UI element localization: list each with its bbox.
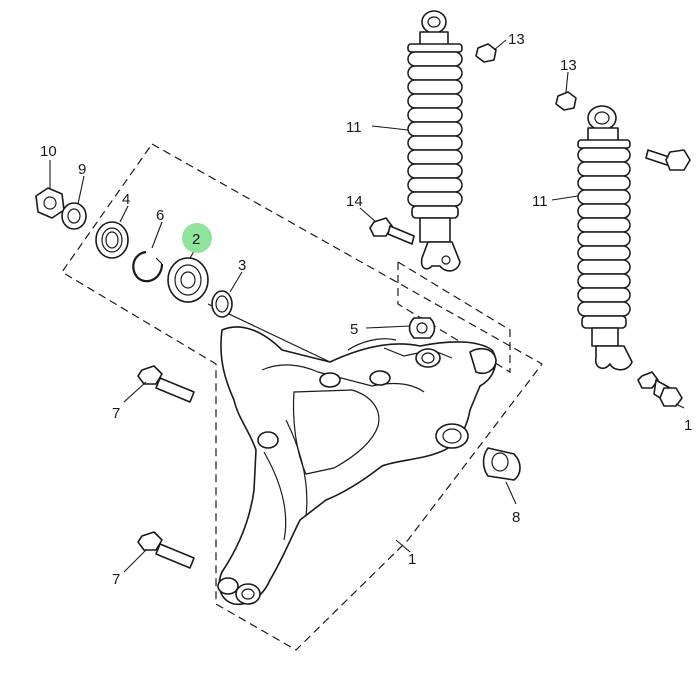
callout-11-right: 11	[532, 193, 548, 210]
swing-arm	[217, 326, 497, 606]
bearing-2	[167, 257, 209, 303]
nut-13-right	[555, 91, 577, 111]
oil-seal-4	[95, 221, 129, 259]
oil-seal-3	[211, 290, 233, 318]
callout-7-lower: 7	[112, 571, 120, 588]
callout-14: 14	[346, 193, 363, 210]
assembly-boundary	[61, 143, 543, 651]
callout-11-left: 11	[346, 119, 362, 136]
circlip-6	[132, 250, 164, 283]
bolt-14	[369, 217, 415, 245]
callout-1: 1	[408, 551, 416, 568]
callout-4: 4	[122, 191, 130, 208]
bolt-7-lower	[137, 531, 195, 569]
callout-5: 5	[350, 321, 358, 338]
shock-absorber-left	[407, 10, 463, 272]
bolt-7-upper	[137, 365, 195, 403]
callout-1-edge: 1	[684, 417, 692, 434]
bolt-lower-right	[637, 371, 683, 407]
nut-10	[35, 187, 65, 219]
callout-highlight	[182, 223, 212, 253]
callout-7-upper: 7	[112, 405, 120, 422]
bolt-top-right	[645, 149, 691, 171]
callout-13-left: 13	[508, 31, 525, 48]
callout-9: 9	[78, 161, 86, 178]
bushing-5	[408, 317, 436, 339]
callout-13-right: 13	[560, 57, 577, 74]
callout-6: 6	[156, 207, 164, 224]
shock-absorber-right	[577, 105, 633, 371]
callout-8: 8	[512, 509, 520, 526]
collar-8	[482, 447, 521, 481]
callout-2: 2	[192, 231, 200, 248]
shock-mount-boundary	[397, 260, 511, 374]
callout-3: 3	[238, 257, 246, 274]
callout-10: 10	[40, 143, 57, 160]
shock-spring-left	[407, 51, 463, 207]
shock-spring-right	[577, 147, 631, 317]
nut-13-left	[475, 43, 497, 63]
leader-lines	[49, 39, 685, 573]
collar-9	[61, 202, 87, 230]
